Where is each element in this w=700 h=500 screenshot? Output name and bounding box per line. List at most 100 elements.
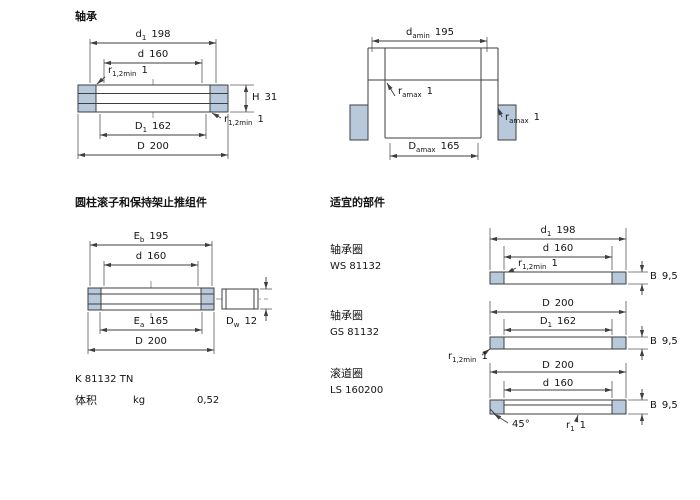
dim-symbol: d	[542, 378, 550, 389]
dim-value: 1	[551, 258, 558, 269]
dim-value: 160	[147, 251, 167, 262]
dim-subscript: 1	[142, 126, 148, 134]
component-gs-drawing	[481, 301, 648, 360]
dim-symbol: B	[650, 271, 657, 282]
dim-label-d1: d1 198	[136, 29, 171, 44]
dim-symbol: r	[566, 420, 571, 431]
roller	[221, 288, 259, 310]
dim-value: 160	[554, 243, 574, 254]
dim-value: 200	[554, 298, 574, 309]
dim-value: 200	[149, 141, 169, 152]
dim-value: 160	[149, 49, 169, 60]
mass-row-value: 0,52	[197, 395, 220, 406]
dim-subscript: w	[233, 321, 240, 329]
dim-value: 9,5	[661, 336, 678, 347]
abutment-shoulder-left	[349, 104, 369, 141]
dim-symbol: d	[542, 243, 550, 254]
dim-symbol: D	[135, 336, 143, 347]
dim-value: 195	[149, 231, 169, 242]
ls-section-left	[489, 399, 505, 415]
component-designation-gs: GS 81132	[330, 327, 380, 338]
dim-label-D: D 200	[137, 141, 169, 153]
dim-label-H: H 31	[252, 92, 277, 104]
ws-section-left	[489, 271, 505, 285]
bearing-body	[77, 84, 229, 113]
bearing-section-left	[77, 84, 97, 113]
dim-symbol: H	[252, 92, 260, 103]
dim-symbol: B	[650, 400, 657, 411]
assembly-designation: K 81132 TN	[75, 374, 134, 385]
assembly-body	[87, 287, 215, 311]
dim-label-ls-B: B 9,5	[650, 400, 678, 412]
dim-value: 1	[481, 351, 488, 362]
dim-symbol: E	[133, 231, 140, 242]
dim-subscript: amax	[402, 91, 422, 99]
component-type-ls: 滚道圈	[330, 367, 363, 380]
dim-value: 31	[264, 92, 278, 103]
dim-label-assembly-d: d 160	[136, 251, 166, 263]
gs-section-left	[489, 336, 505, 350]
dim-subscript: 1,2min	[228, 119, 253, 127]
dim-label-ws-r: r1,2min 1	[518, 258, 558, 273]
assembly-drawing	[87, 241, 272, 354]
dim-label-Eb: Eb 195	[134, 231, 169, 246]
ws-section-right	[611, 271, 627, 285]
dim-symbol: D	[539, 316, 548, 327]
dim-symbol: d	[135, 251, 143, 262]
dim-value: 1	[579, 420, 586, 431]
gs-washer-body	[489, 336, 627, 350]
dim-symbol: r	[224, 114, 229, 125]
component-designation-ls: LS 160200	[330, 385, 384, 396]
dim-subscript: b	[139, 236, 145, 244]
dim-label-ls-chamfer: 45°	[512, 419, 530, 430]
ls-section-right	[611, 399, 627, 415]
dim-value: 200	[147, 336, 167, 347]
dim-value: 198	[556, 225, 576, 236]
assembly-section-right	[200, 287, 215, 311]
dim-value: 162	[152, 121, 172, 132]
dim-subscript: amax	[416, 146, 436, 154]
dim-value: 165	[440, 141, 460, 152]
dim-symbol: d	[135, 29, 142, 40]
dim-value: 9,5	[661, 400, 678, 411]
mass-row-label: 体积	[75, 394, 97, 407]
component-type-ws: 轴承圈	[330, 243, 363, 256]
dim-label-d: d 160	[138, 49, 168, 61]
dim-value: 1	[533, 112, 541, 123]
dim-symbol: E	[133, 316, 140, 327]
dim-symbol: D	[134, 121, 143, 132]
component-ls-drawing	[489, 363, 648, 425]
dim-value: 12	[244, 316, 258, 327]
gs-section-right	[611, 336, 627, 350]
dim-subscript: a	[139, 321, 145, 329]
dim-label-gs-outer: D 200	[542, 298, 574, 310]
ls-washer-body	[489, 399, 627, 415]
dim-value: 162	[557, 316, 577, 327]
section-title-components: 适宜的部件	[330, 196, 385, 209]
dim-subscript: 1	[141, 34, 147, 42]
dim-subscript: amax	[509, 117, 529, 125]
section-title-bearing: 轴承	[75, 10, 97, 23]
dim-subscript: 1	[546, 230, 552, 238]
abutment-drawing	[349, 37, 517, 160]
dim-subscript: 1,2min	[112, 70, 137, 78]
dim-symbol: D	[542, 298, 550, 309]
dim-subscript: 1,2min	[522, 263, 547, 271]
dim-value: 198	[151, 29, 171, 40]
dim-symbol: r	[518, 258, 523, 269]
section-title-assembly: 圆柱滚子和保持架止推组件	[75, 196, 207, 209]
component-designation-ws: WS 81132	[330, 261, 382, 272]
dim-value: 1	[257, 114, 264, 125]
dim-symbol: D	[137, 141, 145, 152]
dim-symbol: d	[137, 49, 145, 60]
